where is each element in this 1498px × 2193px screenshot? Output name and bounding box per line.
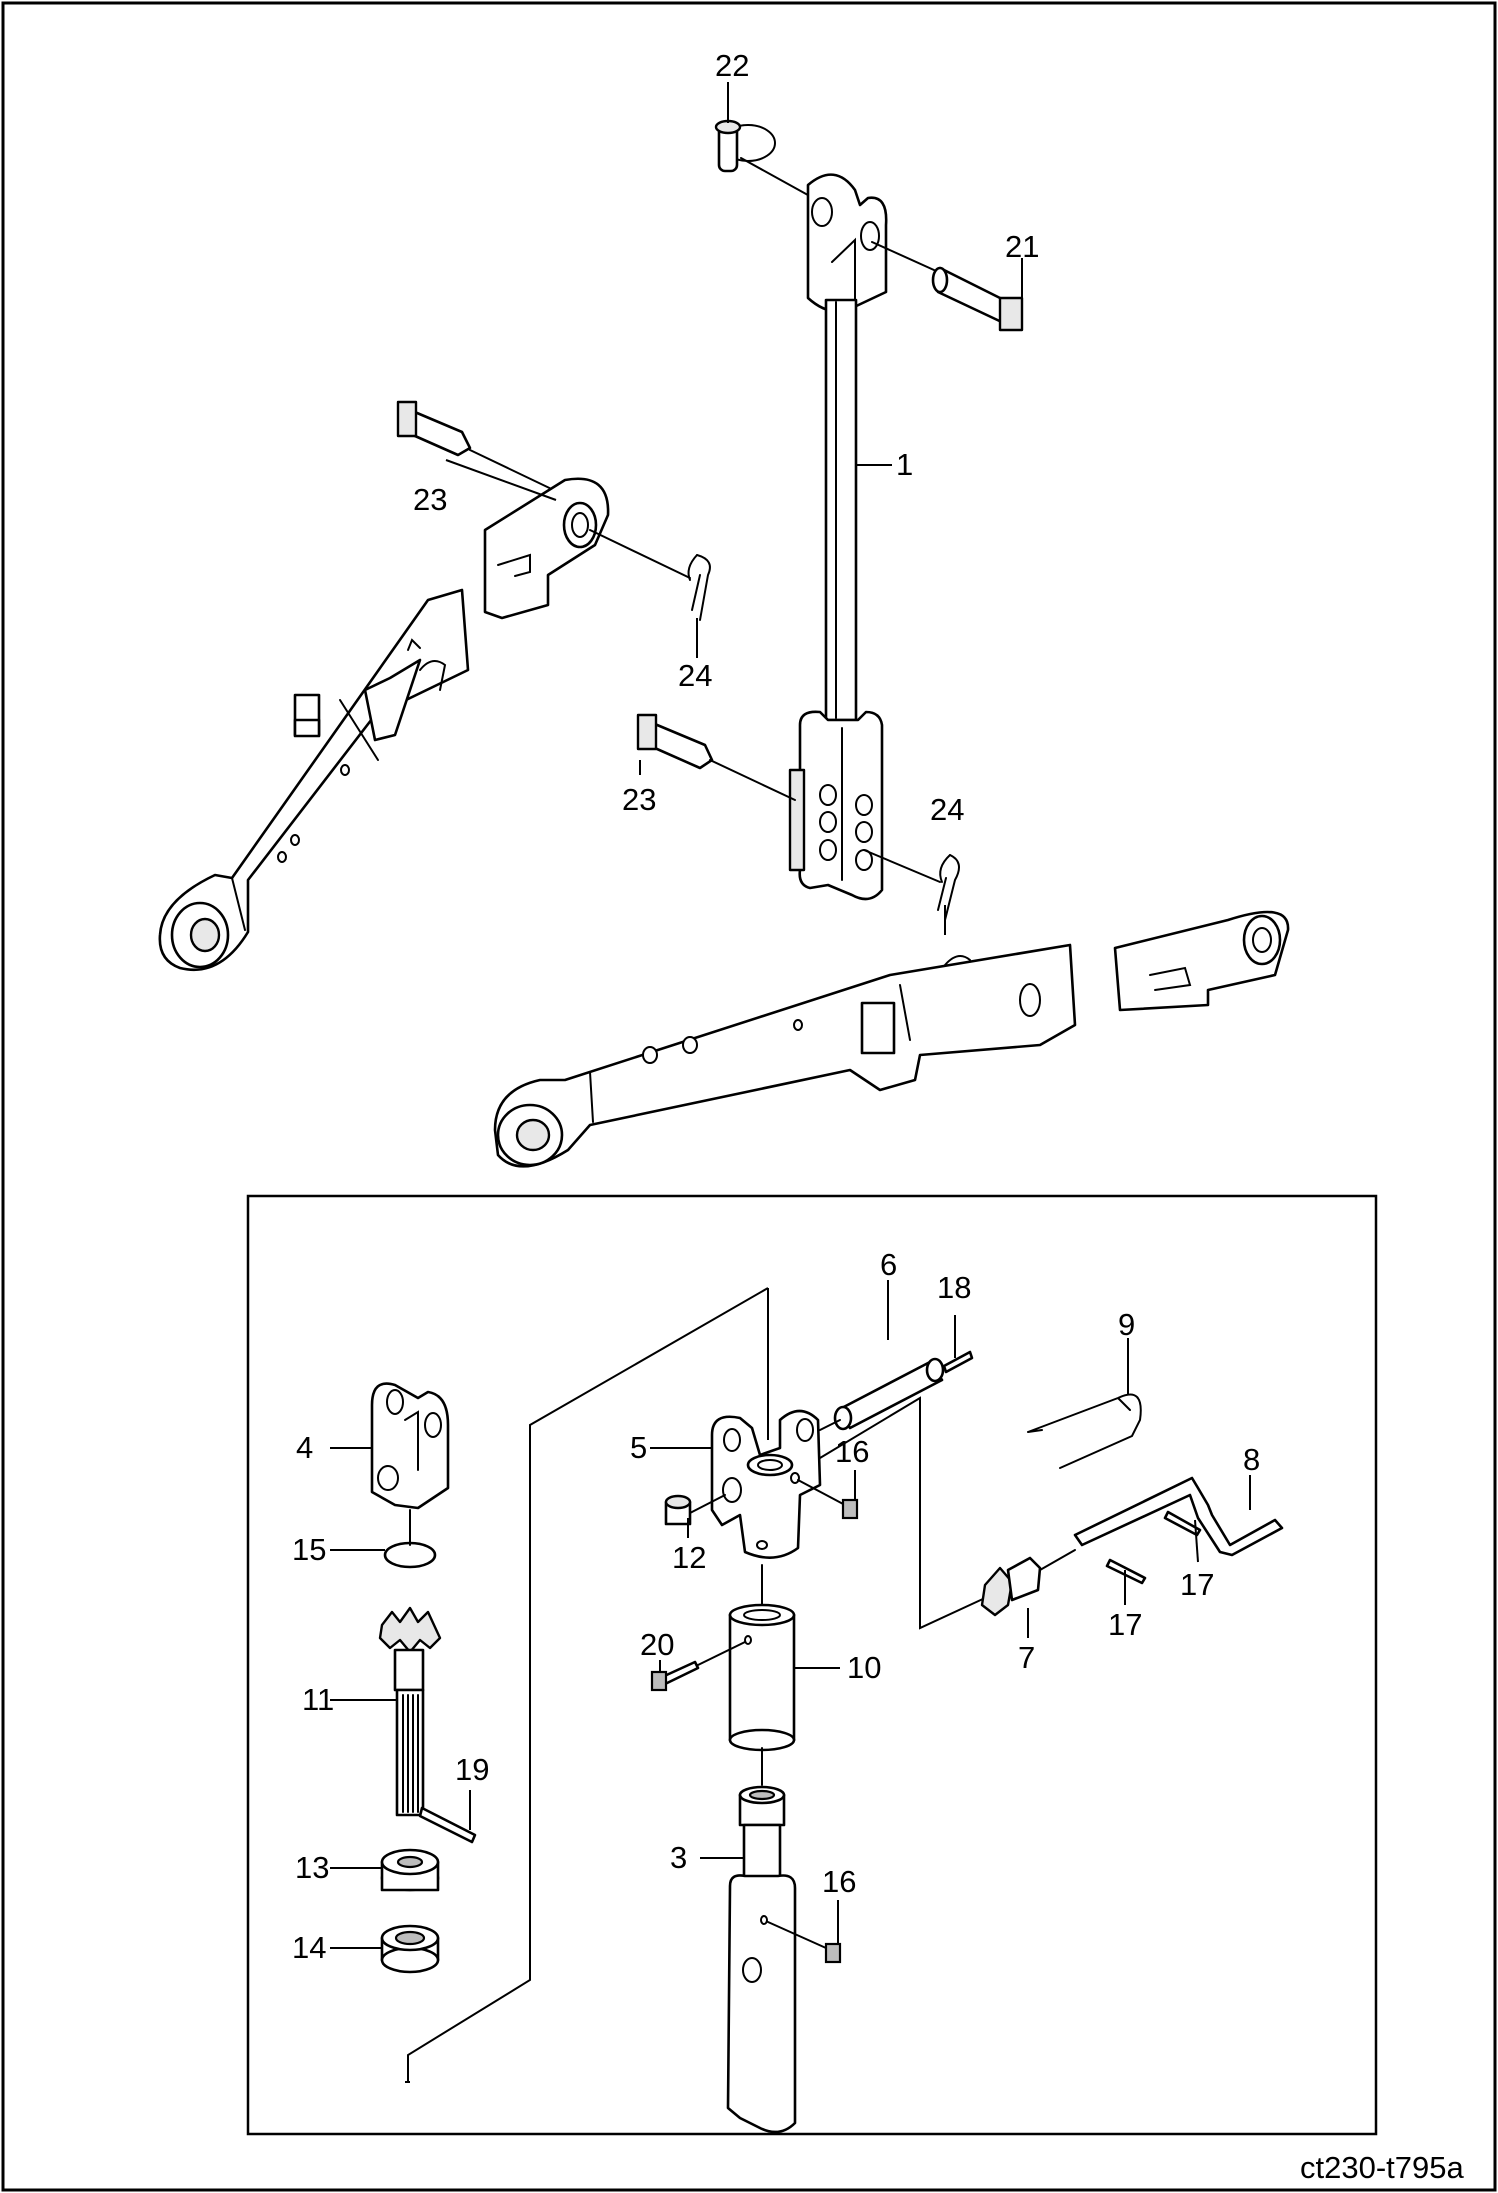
callout-22: 22 (715, 48, 749, 83)
part-15-washer (383, 1541, 437, 1569)
part-14-bearing (380, 1924, 440, 1974)
detail-frame (246, 1194, 1378, 2136)
right-lower-link-end (1113, 910, 1290, 1012)
callout-13: 13 (295, 1850, 329, 1885)
part-9-spring (1027, 1393, 1142, 1469)
part-19-pin (418, 1806, 477, 1844)
callout-8: 8 (1243, 1442, 1260, 1477)
part-23-pin-lower (636, 713, 796, 801)
callout-10: 10 (847, 1650, 881, 1685)
callout-18: 18 (937, 1270, 971, 1305)
callout-16-lower: 16 (822, 1864, 856, 1899)
callout-24-lower: 24 (930, 792, 964, 827)
callout-24-upper: 24 (678, 658, 712, 693)
assembly-boundary-line-right (799, 1396, 986, 1630)
drawing-code: ct230-t795a (1300, 2150, 1464, 2185)
left-lower-link-arm (158, 588, 470, 972)
part-21-pin (871, 241, 1024, 332)
callout-labels: 22 21 1 23 24 23 24 4 15 11 19 13 14 5 6… (292, 48, 1260, 1965)
part-24-clip-lower (863, 849, 960, 921)
part-1-top-link (788, 173, 888, 901)
callout-17-right: 17 (1180, 1567, 1214, 1602)
part-24-clip-upper (589, 529, 711, 621)
part-16-bolt-lower (767, 1921, 842, 1964)
part-12-cap (664, 1494, 726, 1526)
part-4-clevis (370, 1382, 450, 1510)
callout-6: 6 (880, 1247, 897, 1282)
callout-21: 21 (1005, 229, 1039, 264)
top-link-assembly (158, 119, 1290, 1168)
assembly-boundary-line (405, 1287, 769, 2083)
callout-4: 4 (296, 1430, 313, 1465)
part-22-pin (714, 119, 836, 211)
callout-20: 20 (640, 1627, 674, 1662)
right-lower-link-arm (493, 943, 1077, 1168)
callout-9: 9 (1118, 1307, 1135, 1342)
callout-17-left: 17 (1108, 1607, 1142, 1642)
callout-23-upper: 23 (413, 482, 447, 517)
callout-16-upper: 16 (835, 1434, 869, 1469)
callout-19: 19 (455, 1752, 489, 1787)
part-18-pin (942, 1350, 974, 1374)
callout-7: 7 (1018, 1640, 1035, 1675)
leader-lines (330, 82, 1251, 1949)
left-lower-link-end (483, 477, 610, 620)
part-13-seal (380, 1848, 440, 1892)
callout-3: 3 (670, 1840, 687, 1875)
part-11-splined-shaft (378, 1606, 442, 1817)
callout-12: 12 (672, 1540, 706, 1575)
part-7-bevel-gear (980, 1549, 1076, 1617)
part-5-housing (710, 1409, 822, 1559)
part-16-bolt-upper (797, 1479, 859, 1520)
callout-1: 1 (896, 447, 913, 482)
part-6-sleeve (819, 1357, 945, 1431)
part-10-tube (728, 1564, 796, 1752)
callout-11: 11 (302, 1682, 334, 1717)
callout-14: 14 (292, 1930, 326, 1965)
part-8-lever (1073, 1476, 1284, 1557)
part-3-lower-shaft (726, 1747, 797, 2134)
callout-23-lower: 23 (622, 782, 656, 817)
callout-15: 15 (292, 1532, 326, 1567)
callout-5: 5 (630, 1430, 647, 1465)
